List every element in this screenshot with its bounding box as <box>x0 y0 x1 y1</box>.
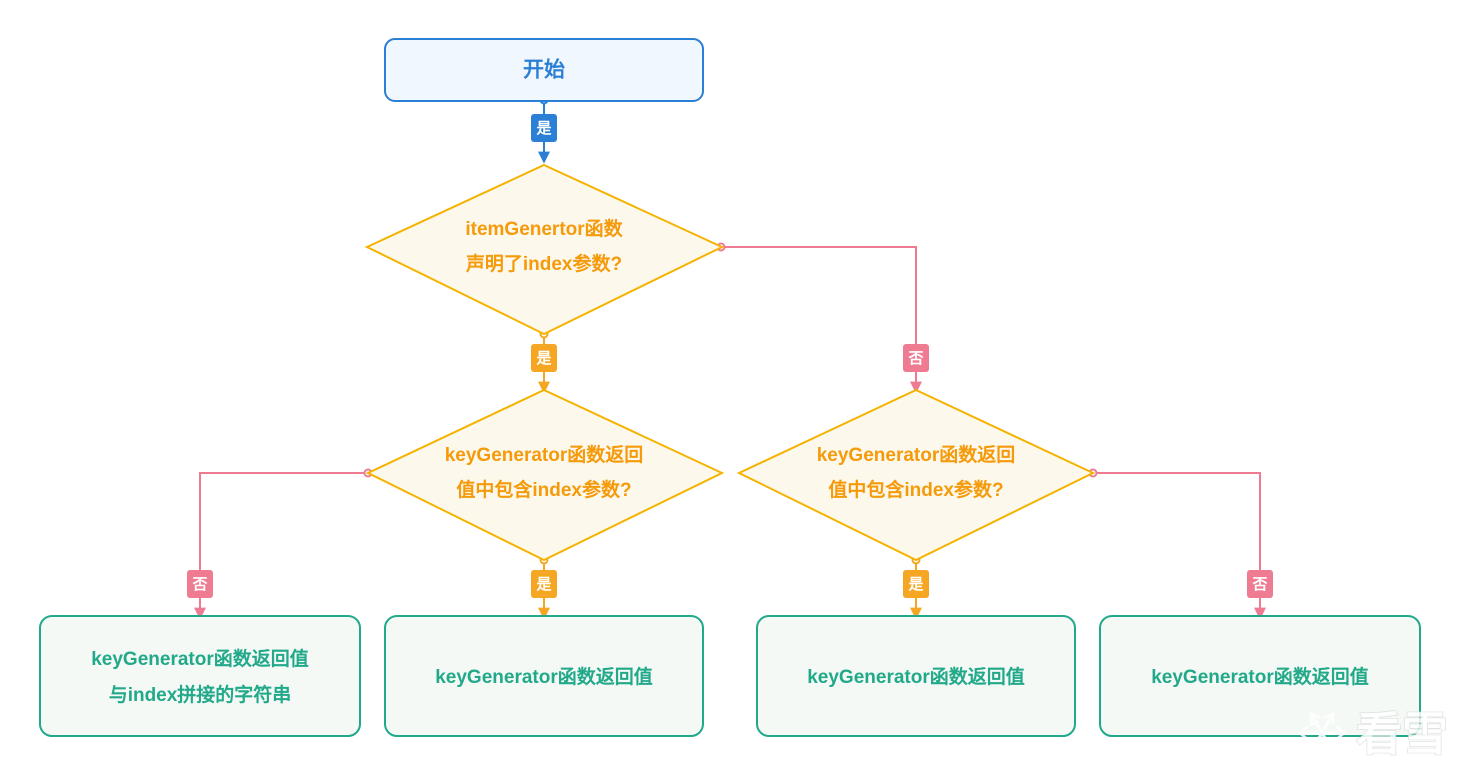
result-plain-1-line1: keyGenerator函数返回值 <box>435 665 653 688</box>
edge-path <box>721 246 922 394</box>
edge-label-text: 否 <box>191 576 207 593</box>
decision-key-left-line2: 值中包含index参数? <box>456 478 631 501</box>
decision-item-generator-line1: itemGenertor函数 <box>465 217 623 240</box>
watermark-text: 看雪 <box>1356 708 1448 760</box>
edge-label-d2-yes: 是 <box>531 570 557 598</box>
result-plain-1-shape <box>384 615 704 737</box>
result-concat-line2: 与index拼接的字符串 <box>109 683 292 706</box>
result-concat-line1: keyGenerator函数返回值 <box>91 647 309 670</box>
decision-key-left-line1: keyGenerator函数返回 <box>445 443 644 466</box>
edge-decision-key-left-no <box>194 468 373 620</box>
edge-label-badge <box>531 570 557 598</box>
result-plain-2-line1: keyGenerator函数返回值 <box>807 665 1025 688</box>
edge-label-badge <box>531 344 557 372</box>
edge-label-text: 是 <box>907 576 924 593</box>
edge-label-text: 否 <box>1251 576 1267 593</box>
start-label: 开始 <box>523 58 565 82</box>
edge-label-d1-yes: 是 <box>531 344 557 372</box>
edge-label-start-to-d1: 是 <box>531 114 557 142</box>
decision-key-right-shape <box>736 388 1096 562</box>
decision-item-generator-shape <box>364 163 725 336</box>
edge-label-text: 是 <box>535 576 552 593</box>
decision-key-left-shape <box>365 388 725 562</box>
edge-label-d2-no: 否 <box>187 570 213 598</box>
start-shape <box>384 38 704 102</box>
edge-label-text: 是 <box>535 120 552 137</box>
edge-label-text: 是 <box>535 350 552 367</box>
edge-label-text: 否 <box>907 350 923 367</box>
watermark: 看雪 <box>1298 707 1449 761</box>
edge-label-d3-no: 否 <box>1247 570 1273 598</box>
node-decision-key-left[interactable]: keyGenerator函数返回 值中包含index参数? <box>365 388 725 562</box>
edge-decision-key-right-no <box>1088 468 1266 620</box>
node-start[interactable]: 开始 <box>384 38 704 102</box>
node-decision-item-generator[interactable]: itemGenertor函数 声明了index参数? <box>364 163 725 336</box>
edge-label-badge <box>531 114 557 142</box>
node-result-concat[interactable]: keyGenerator函数返回值 与index拼接的字符串 <box>39 615 361 737</box>
edge-label-badge <box>187 570 213 598</box>
result-concat-shape <box>39 615 361 737</box>
node-decision-key-right[interactable]: keyGenerator函数返回 值中包含index参数? <box>736 388 1096 562</box>
node-result-plain-3[interactable]: keyGenerator函数返回值 <box>1099 615 1421 737</box>
edge-path <box>194 472 368 620</box>
edge-label-badge <box>1247 570 1273 598</box>
edge-label-badge <box>903 570 929 598</box>
decision-key-right-line1: keyGenerator函数返回 <box>817 443 1016 466</box>
edge-path <box>1093 472 1266 620</box>
result-plain-3-shape <box>1099 615 1421 737</box>
edge-label-d3-yes: 是 <box>903 570 929 598</box>
decision-key-right-line2: 值中包含index参数? <box>828 478 1003 501</box>
decision-item-generator-line2: 声明了index参数? <box>465 252 622 275</box>
result-plain-3-line1: keyGenerator函数返回值 <box>1151 665 1369 688</box>
node-result-plain-1[interactable]: keyGenerator函数返回值 <box>384 615 704 737</box>
edge-label-d1-no: 否 <box>903 344 929 372</box>
edge-decision-item-generator-no <box>716 242 922 394</box>
result-plain-2-shape <box>756 615 1076 737</box>
snowflake-icon <box>1298 712 1346 754</box>
node-result-plain-2[interactable]: keyGenerator函数返回值 <box>756 615 1076 737</box>
edge-label-badge <box>903 344 929 372</box>
